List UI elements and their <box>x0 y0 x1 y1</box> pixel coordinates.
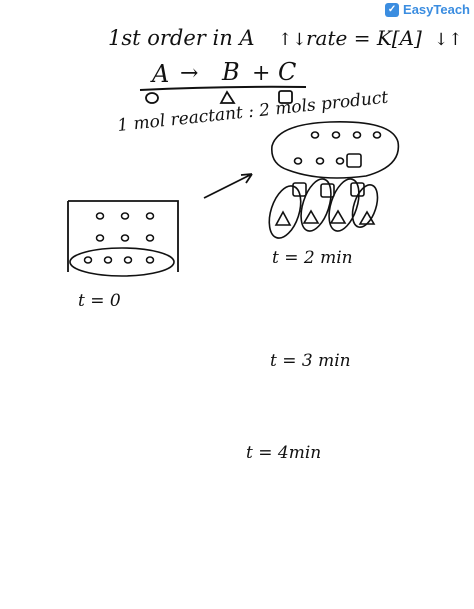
rate-arrows-right: ↓↑ <box>434 30 463 50</box>
reaction-a: A <box>150 60 169 88</box>
reaction-c: C <box>278 58 296 86</box>
rate-arrows-left: ↑↓ <box>278 30 307 50</box>
rate-law: rate = K[A] <box>306 26 422 50</box>
legend-square-icon <box>278 90 293 104</box>
t4-label: t = 4min <box>246 443 321 463</box>
t0-diagram <box>67 200 179 277</box>
reaction-plus: + <box>252 61 270 86</box>
reaction-underline <box>139 85 307 91</box>
t2-label: t = 2 min <box>272 248 353 268</box>
legend-triangle-icon <box>219 90 236 104</box>
easyteach-badge: ✓ EasyTeach <box>385 2 470 17</box>
easyteach-logo-icon: ✓ <box>385 2 400 17</box>
legend-circle-icon <box>145 92 159 104</box>
progress-arrow-icon <box>203 173 253 199</box>
header-text: 1st order in A <box>108 26 255 50</box>
reaction-arrow: → <box>180 61 198 86</box>
t3-label: t = 3 min <box>270 351 351 371</box>
reaction-b: B <box>221 58 240 86</box>
t0-label: t = 0 <box>78 291 121 311</box>
brand-name: EasyTeach <box>403 2 470 17</box>
t2-diagram <box>268 121 400 239</box>
